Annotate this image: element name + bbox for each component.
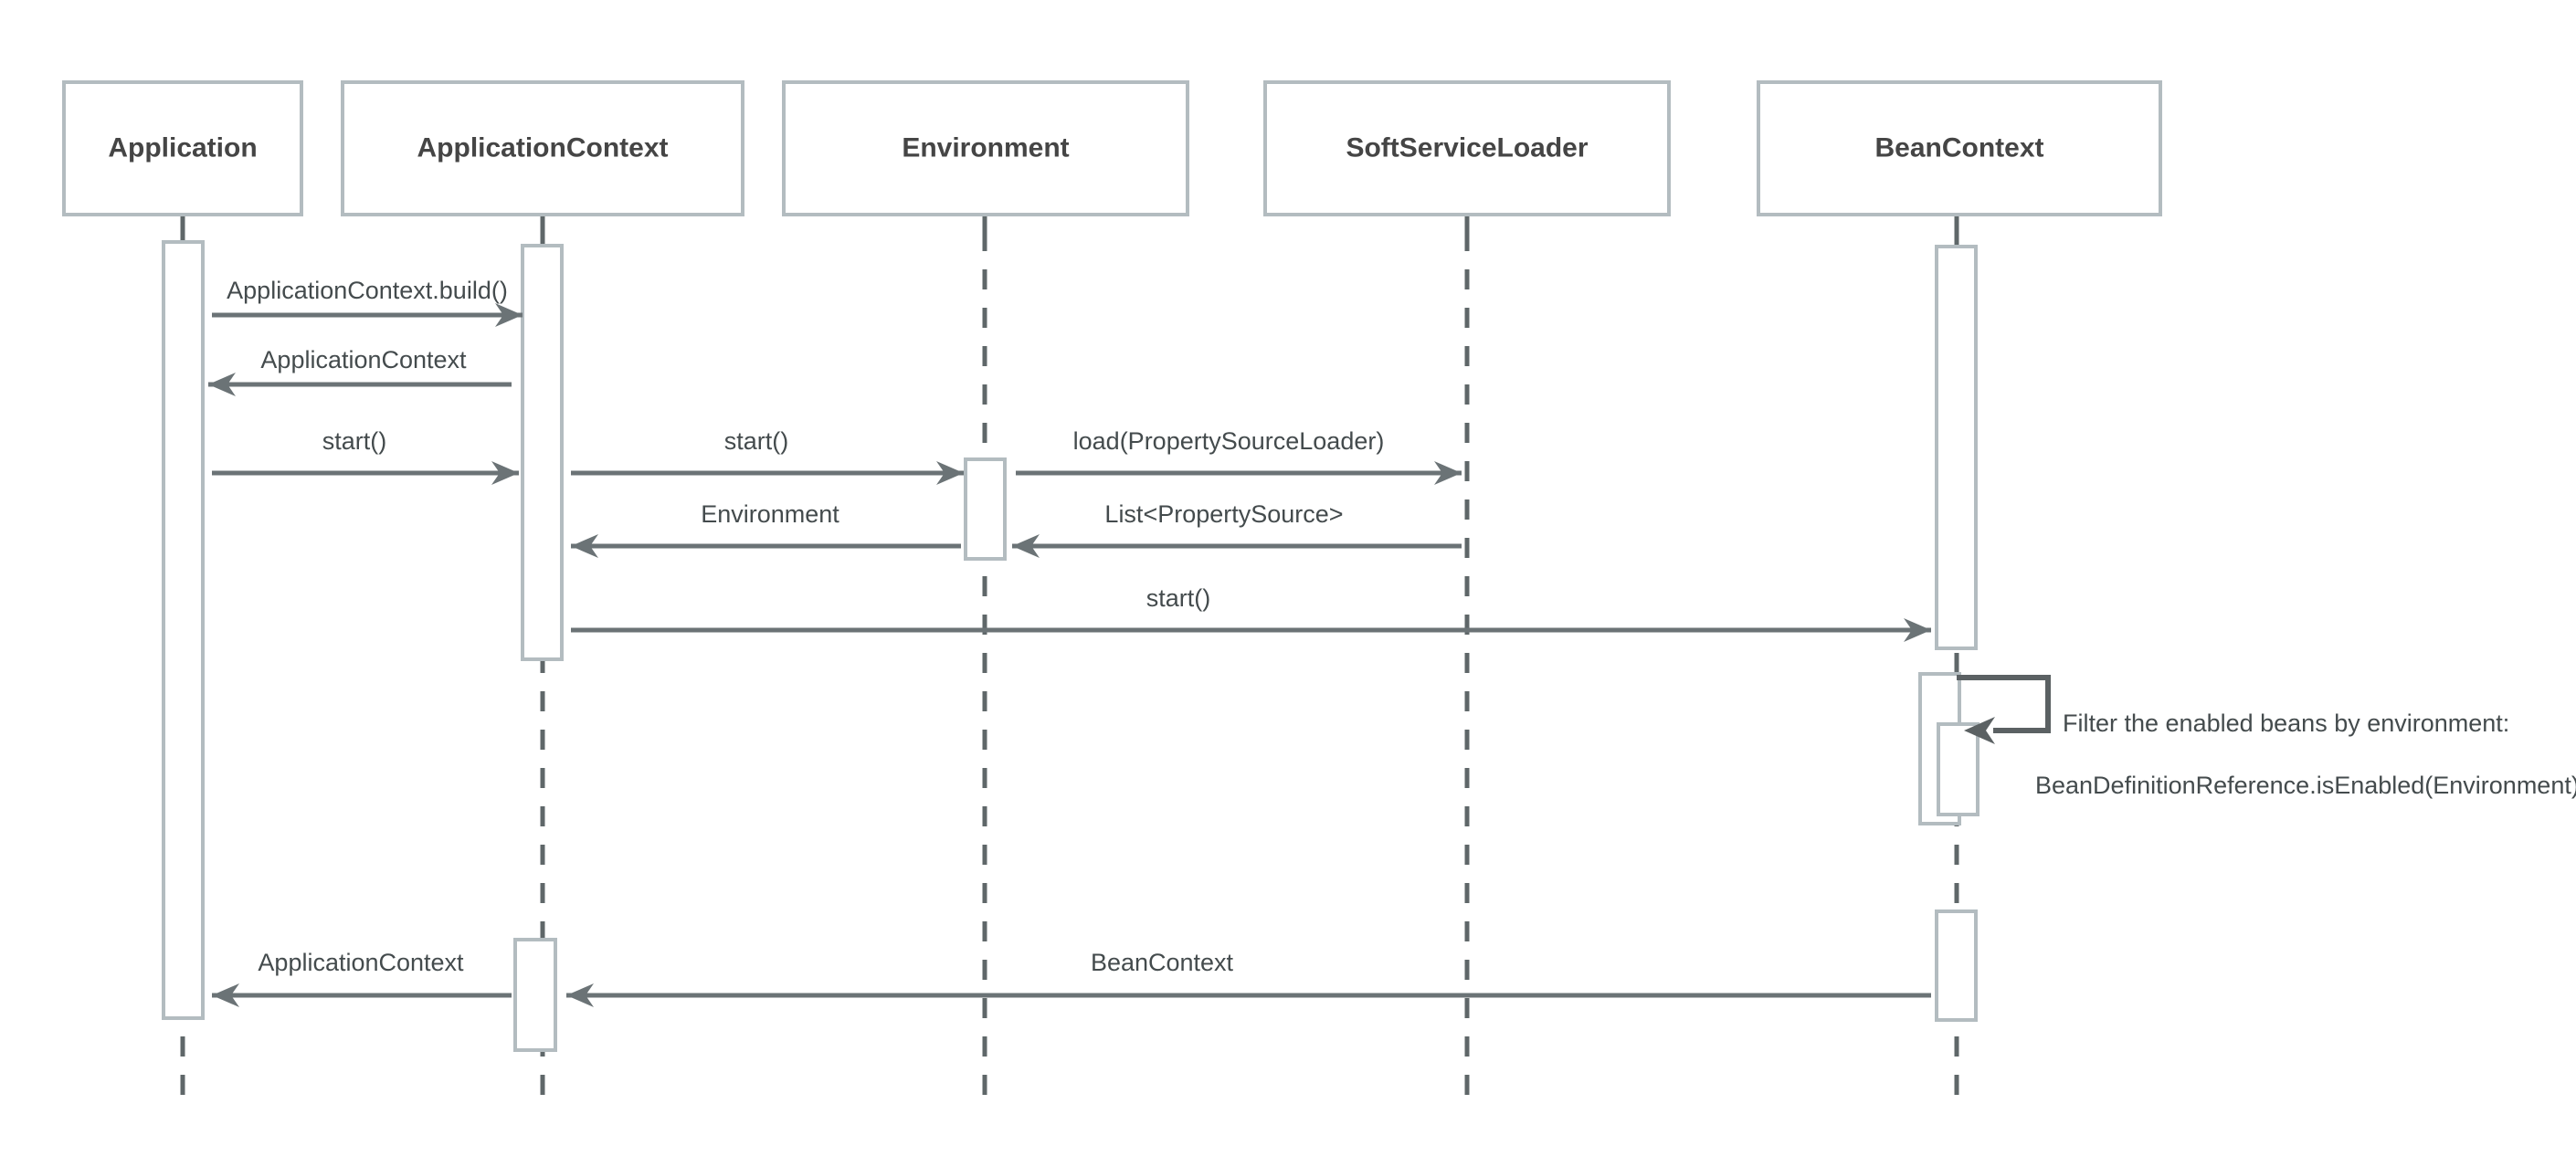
- message-arrowhead-m7: [1012, 534, 1040, 558]
- activations-layer: [162, 240, 1980, 1052]
- participant-box-application[interactable]: [62, 80, 303, 216]
- activation-act-beancontext-ret: [1935, 909, 1978, 1022]
- message-label-m2: ApplicationContext: [260, 346, 467, 373]
- message-m10: ApplicationContext: [212, 949, 512, 1007]
- message-m6: Environment: [571, 500, 961, 558]
- message-m1: ApplicationContext.build(): [212, 277, 523, 327]
- message-m7: List<PropertySource>: [1012, 500, 1462, 558]
- message-arrowhead-m4: [936, 461, 964, 485]
- message-arrowhead-m1: [495, 303, 523, 327]
- message-label-m5: load(PropertySourceLoader): [1073, 427, 1385, 455]
- message-m2: ApplicationContext: [208, 346, 512, 396]
- message-m5: load(PropertySourceLoader): [1016, 427, 1462, 485]
- message-label-m4: start(): [724, 427, 789, 455]
- activation-act-beancontext-start: [1935, 245, 1978, 650]
- activation-act-beancontext-inner: [1937, 722, 1980, 816]
- participant-environment[interactable]: Environment: [782, 80, 1189, 216]
- participant-box-softserviceloader[interactable]: [1263, 80, 1671, 216]
- messages-layer: ApplicationContext.build() ApplicationCon…: [208, 277, 1931, 1007]
- message-label-m3: start(): [322, 427, 387, 455]
- self-call-note-line-1: Filter the enabled beans by environment:: [2063, 710, 2509, 737]
- participant-label-applicationcontext: ApplicationContext: [417, 132, 669, 163]
- message-m9: BeanContext: [566, 949, 1931, 1007]
- message-m4: start(): [571, 427, 964, 485]
- message-m8: start(): [571, 584, 1931, 642]
- activation-act-environment: [964, 457, 1007, 561]
- message-label-m7: List<PropertySource>: [1104, 500, 1343, 528]
- participant-label-application: Application: [108, 132, 257, 163]
- activation-act-appctx-main: [521, 244, 564, 661]
- activation-act-application: [162, 240, 205, 1020]
- message-arrowhead-m6: [571, 534, 598, 558]
- self-call-path: [1957, 675, 2051, 733]
- participant-label-environment: Environment: [902, 132, 1069, 163]
- self-call-layer: Filter the enabled beans by environment:…: [1957, 675, 2576, 799]
- self-call-arrowhead: [1964, 717, 1995, 744]
- participant-box-beancontext[interactable]: [1757, 80, 2162, 216]
- message-label-m9: BeanContext: [1091, 949, 1234, 976]
- message-label-m1: ApplicationContext.build(): [227, 277, 508, 304]
- participant-beancontext[interactable]: BeanContext: [1757, 80, 2162, 216]
- message-m3: start(): [212, 427, 519, 485]
- participant-label-softserviceloader: SoftServiceLoader: [1346, 132, 1588, 163]
- participant-box-environment[interactable]: [782, 80, 1189, 216]
- participants-layer: Application ApplicationContext Environment…: [62, 80, 2162, 216]
- message-label-m8: start(): [1146, 584, 1211, 612]
- message-label-m10: ApplicationContext: [258, 949, 464, 976]
- message-arrowhead-m8: [1904, 618, 1931, 642]
- activation-act-appctx-return: [513, 938, 557, 1052]
- message-label-m6: Environment: [701, 500, 839, 528]
- participant-softserviceloader[interactable]: SoftServiceLoader: [1263, 80, 1671, 216]
- participant-application[interactable]: Application: [62, 80, 303, 216]
- participant-applicationcontext[interactable]: ApplicationContext: [341, 80, 744, 216]
- message-arrowhead-m3: [491, 461, 519, 485]
- message-arrowhead-m5: [1434, 461, 1462, 485]
- message-arrowhead-m9: [566, 983, 594, 1007]
- participant-box-applicationcontext[interactable]: [341, 80, 744, 216]
- participant-label-beancontext: BeanContext: [1874, 132, 2043, 163]
- message-arrowhead-m2: [208, 373, 236, 396]
- message-arrowhead-m10: [212, 983, 239, 1007]
- self-call-note-line-2: BeanDefinitionReference.isEnabled(Enviro…: [2035, 772, 2576, 799]
